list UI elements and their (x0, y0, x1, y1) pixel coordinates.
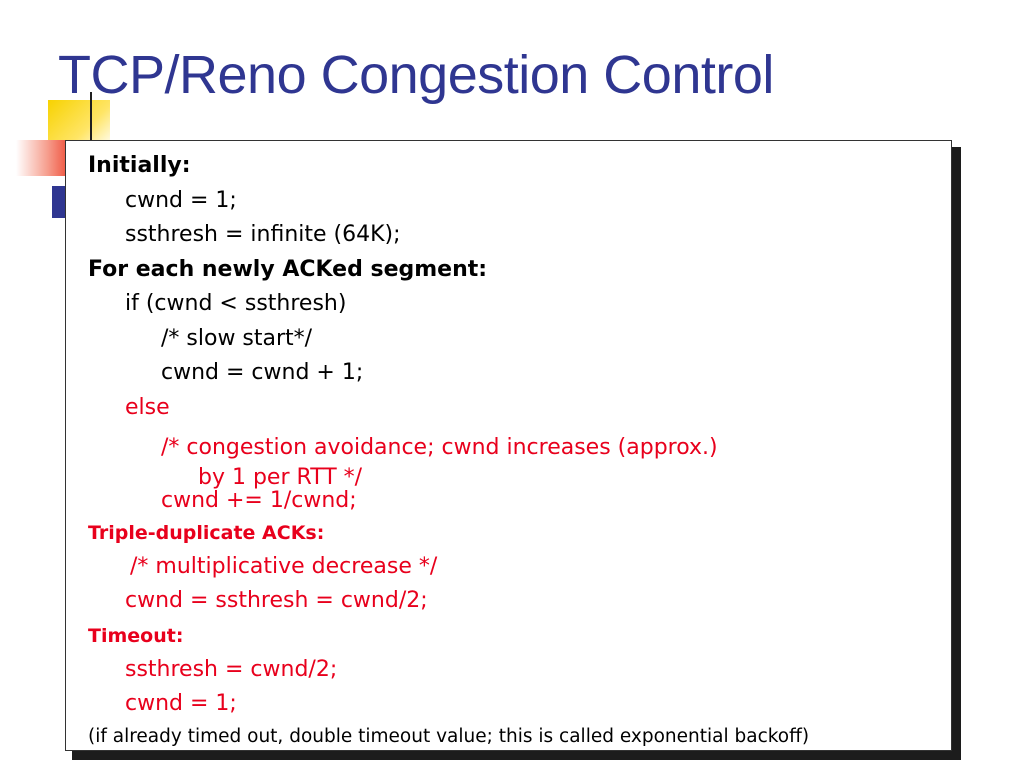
code-line: For each newly ACKed segment: (88, 256, 488, 282)
code-line: else (125, 394, 170, 420)
code-line: /* multiplicative decrease */ (130, 553, 438, 579)
code-line: by 1 per RTT */ (198, 464, 363, 490)
red-accent-bar (16, 140, 72, 176)
slide-title: TCP/Reno Congestion Control (58, 45, 774, 105)
code-line: /* slow start*/ (161, 325, 313, 351)
code-line: /* congestion avoidance; cwnd increases … (161, 435, 718, 460)
footnote-line: (if already timed out, double timeout va… (88, 725, 810, 747)
section-header: Timeout: (88, 624, 184, 647)
code-content: Initially: cwnd = 1; ssthresh = infinite… (88, 149, 941, 752)
accent-vertical-line (90, 92, 92, 160)
code-box: Initially: cwnd = 1; ssthresh = infinite… (65, 140, 952, 751)
code-line: ssthresh = cwnd/2; (125, 656, 338, 682)
code-line: Initially: (88, 153, 191, 178)
code-line: cwnd += 1/cwnd; (161, 487, 357, 513)
partially-hidden-bullet (52, 186, 68, 218)
code-line: cwnd = 1; (125, 187, 237, 213)
code-line: if (cwnd < ssthresh) (125, 291, 347, 316)
code-line: cwnd = ssthresh = cwnd/2; (125, 588, 428, 613)
code-line: cwnd = cwnd + 1; (161, 360, 364, 385)
section-header: Triple-duplicate ACKs: (88, 521, 325, 544)
code-line: cwnd = 1; (125, 691, 237, 716)
code-line: ssthresh = infinite (64K); (125, 222, 401, 247)
